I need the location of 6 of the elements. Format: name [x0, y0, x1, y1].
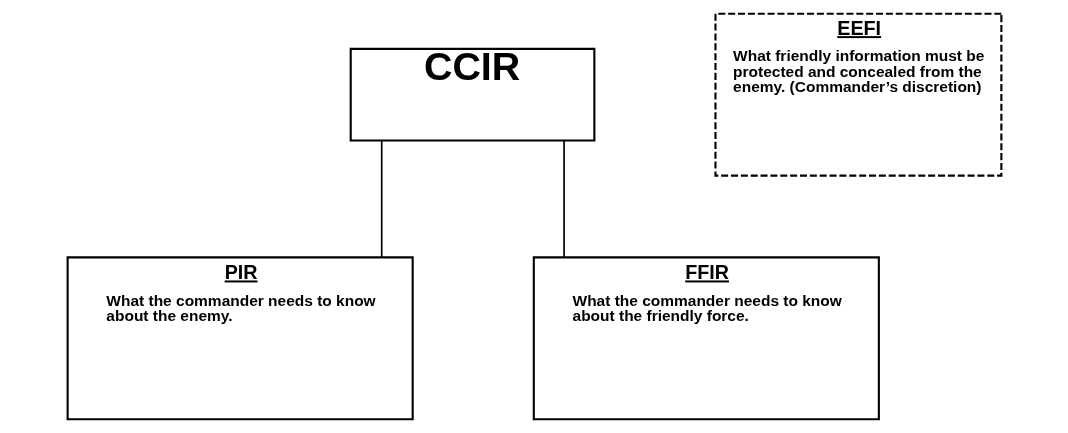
node-box: FFIR What the commander needs to know about the friendly force. — [532, 256, 880, 421]
node-box: EEFI What friendly information must be protected and concealed from the enemy. (Commander’s discretion) — [713, 12, 1002, 177]
node-box: CCIR — [349, 47, 595, 142]
connector — [380, 139, 383, 259]
node-box: PIR What the commander needs to know about the enemy. — [66, 256, 414, 421]
connector — [562, 139, 565, 259]
